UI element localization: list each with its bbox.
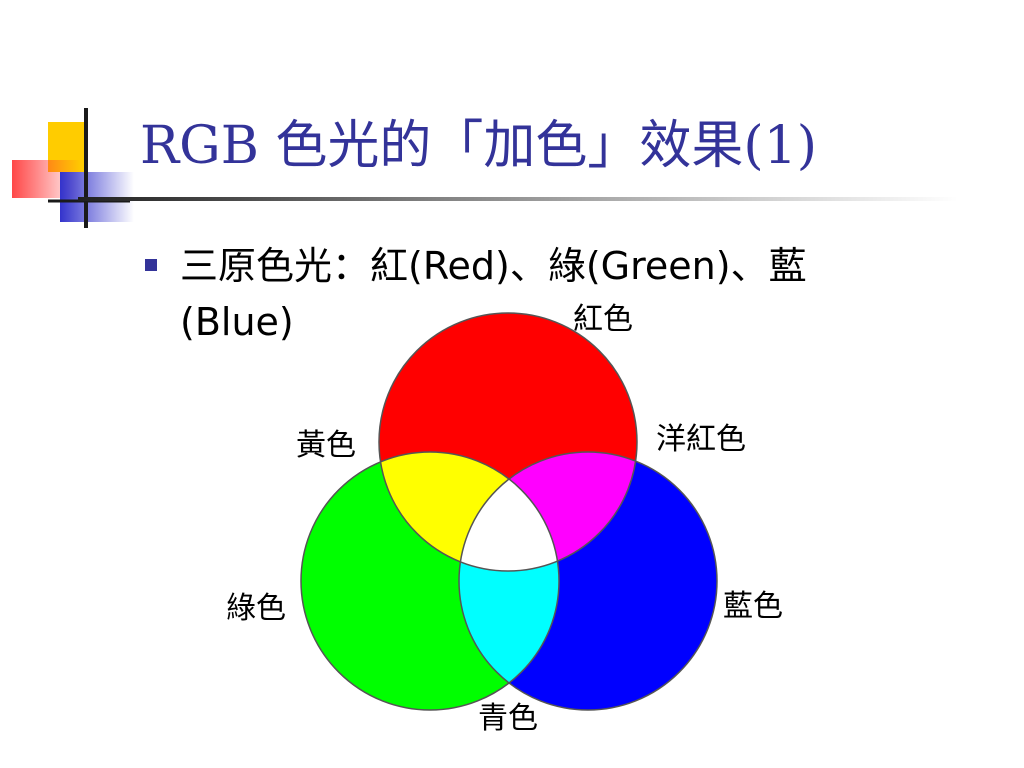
label-blue: 藍色 [723,589,783,624]
label-yellow: 黃色 [296,428,356,463]
blue-circle-outline [458,451,718,711]
label-magenta: 洋紅色 [656,422,746,457]
label-red: 紅色 [573,302,633,337]
slide-title: RGB 色光的「加色」效果(1) [140,116,818,176]
label-cyan: 青色 [478,701,538,736]
bullet-marker [145,259,157,271]
label-green: 綠色 [226,591,286,626]
title-underline [78,197,958,201]
bullet-primary-colors: 三原色光：紅(Red)、綠(Green)、藍(Blue) [180,244,807,344]
green-circle-outline [300,451,560,711]
white-center-overlap [459,452,559,571]
red-circle-outline [378,312,638,572]
